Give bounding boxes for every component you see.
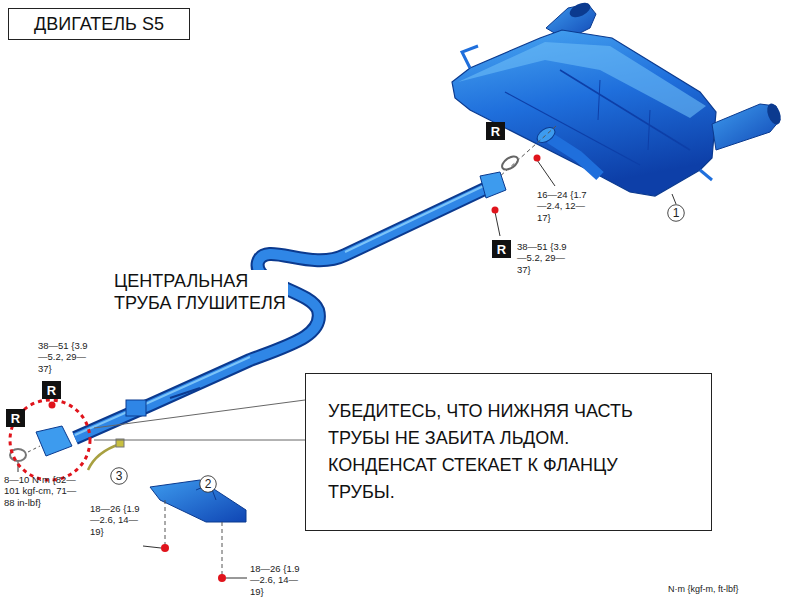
rear-muffler bbox=[452, 30, 716, 196]
rear-muffler bbox=[598, 80, 600, 120]
mounting-bracket bbox=[222, 522, 223, 576]
torque-spec: 18—26 {1.9—2.6, 14—19} bbox=[250, 563, 304, 597]
rear-muffler bbox=[567, 0, 592, 20]
replace-badge: R bbox=[42, 381, 61, 399]
replace-badge: R bbox=[486, 122, 505, 140]
callout-circle bbox=[200, 476, 217, 493]
bolt-marker bbox=[143, 546, 161, 548]
rear-muffler bbox=[700, 170, 712, 180]
replace-badge: R bbox=[6, 409, 25, 427]
badge-text: R bbox=[11, 412, 20, 425]
callout-number: 1 bbox=[667, 204, 685, 222]
rear-muffler bbox=[648, 110, 650, 150]
unit-note: N·m {kgf-m, ft-lbf} bbox=[668, 584, 778, 595]
callout-number: 2 bbox=[199, 475, 217, 493]
rear-muffler bbox=[550, 138, 600, 176]
note-text: УБЕДИТЕСЬ, ЧТО НИЖНЯЯ ЧАСТЬ ТРУБЫ НЕ ЗАБ… bbox=[328, 398, 640, 506]
flange-gasket bbox=[28, 446, 40, 452]
callout-leader bbox=[94, 440, 305, 441]
callout-circle bbox=[668, 205, 685, 222]
badge-text: 3 bbox=[116, 470, 123, 482]
rear-muffler bbox=[462, 46, 478, 68]
torque-spec: 16—24 {1.7—2.4, 12—17} bbox=[537, 189, 591, 223]
engine-title-box: ДВИГАТЕЛЬ S5 bbox=[8, 8, 190, 40]
part-name: ЦЕНТРАЛЬНАЯ ТРУБА ГЛУШИТЕЛЯ bbox=[112, 270, 288, 315]
callout-leader bbox=[94, 400, 305, 428]
callout-leader bbox=[672, 194, 676, 204]
callout-circle bbox=[111, 468, 128, 485]
bolt-marker bbox=[492, 207, 499, 214]
callout-number: 3 bbox=[110, 467, 128, 485]
torque-spec: 18—26 {1.9—2.6, 14—19} bbox=[90, 503, 144, 537]
rear-muffler bbox=[560, 70, 690, 150]
bolt-marker bbox=[218, 574, 226, 582]
torque-spec: 8—10 N·m {82—101 kgf-cm, 71—88 in-lbf} bbox=[4, 474, 84, 508]
bolt-marker bbox=[534, 155, 541, 162]
rear-muffler bbox=[458, 42, 706, 118]
rear-muffler bbox=[452, 0, 783, 196]
bolt-marker bbox=[537, 160, 555, 186]
hanger-clip bbox=[88, 444, 120, 470]
center-pipe bbox=[170, 388, 200, 398]
mounting-bracket bbox=[150, 480, 246, 576]
mounting-bracket bbox=[150, 480, 246, 522]
torque-spec: 38—51 {3.9—5.2, 29—37} bbox=[517, 241, 571, 275]
bolt-marker bbox=[226, 578, 247, 579]
replace-badge: R bbox=[492, 240, 511, 258]
center-pipe bbox=[480, 172, 506, 198]
badge-text: R bbox=[497, 243, 506, 256]
torque-spec: 38—51 {3.9—5.2, 29—37} bbox=[38, 340, 92, 374]
gasket-assembly bbox=[500, 154, 520, 173]
badge-text: R bbox=[491, 125, 500, 138]
caution-note-box: УБЕДИТЕСЬ, ЧТО НИЖНЯЯ ЧАСТЬ ТРУБЫ НЕ ЗАБ… bbox=[305, 373, 712, 531]
hanger-clip bbox=[88, 439, 124, 470]
badge-text: 2 bbox=[205, 478, 212, 490]
bolt-marker bbox=[161, 544, 169, 552]
badge-text: 1 bbox=[673, 207, 680, 219]
center-pipe bbox=[126, 400, 146, 416]
center-pipe bbox=[36, 426, 72, 456]
bolt-marker bbox=[495, 212, 500, 236]
title-text: ДВИГАТЕЛЬ S5 bbox=[34, 15, 164, 33]
bolt-marker bbox=[49, 402, 56, 409]
badge-text: R bbox=[47, 384, 56, 397]
mounting-bracket bbox=[165, 500, 166, 546]
rear-muffler bbox=[765, 102, 784, 127]
